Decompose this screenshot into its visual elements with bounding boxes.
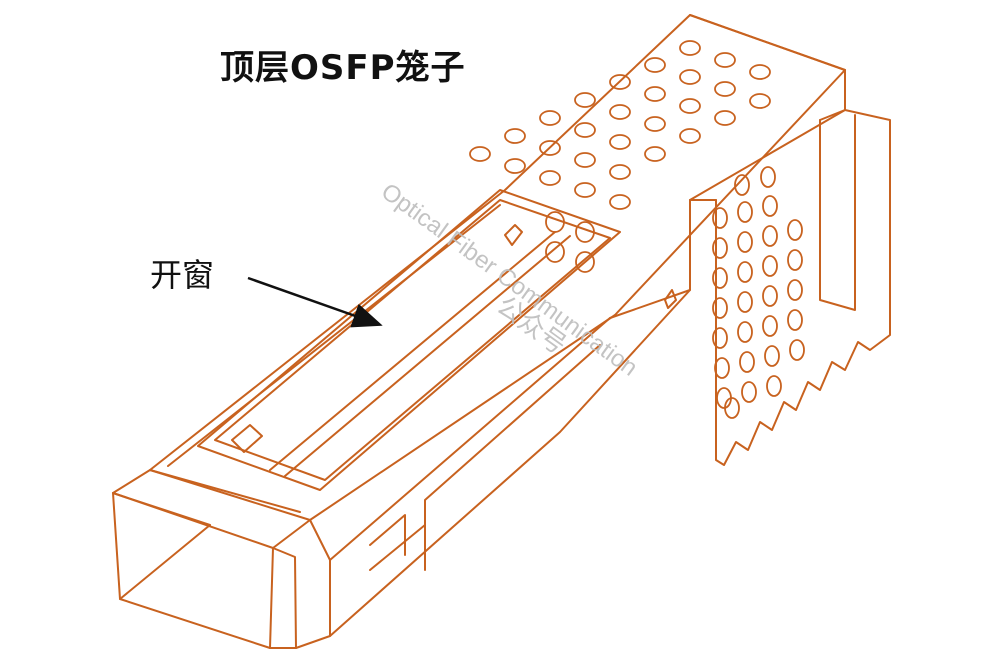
window-callout-label: 开窗 — [150, 256, 215, 294]
callout-arrow — [247, 276, 383, 328]
top-vent-holes — [469, 40, 771, 273]
side-face — [329, 199, 691, 637]
cage-outline — [112, 14, 891, 649]
window-cutout — [197, 189, 621, 491]
diagram-title: 顶层OSFP笼子 — [220, 48, 466, 88]
rear-panel — [689, 109, 891, 466]
front-opening — [112, 492, 274, 649]
rear-vent-holes — [712, 166, 805, 419]
